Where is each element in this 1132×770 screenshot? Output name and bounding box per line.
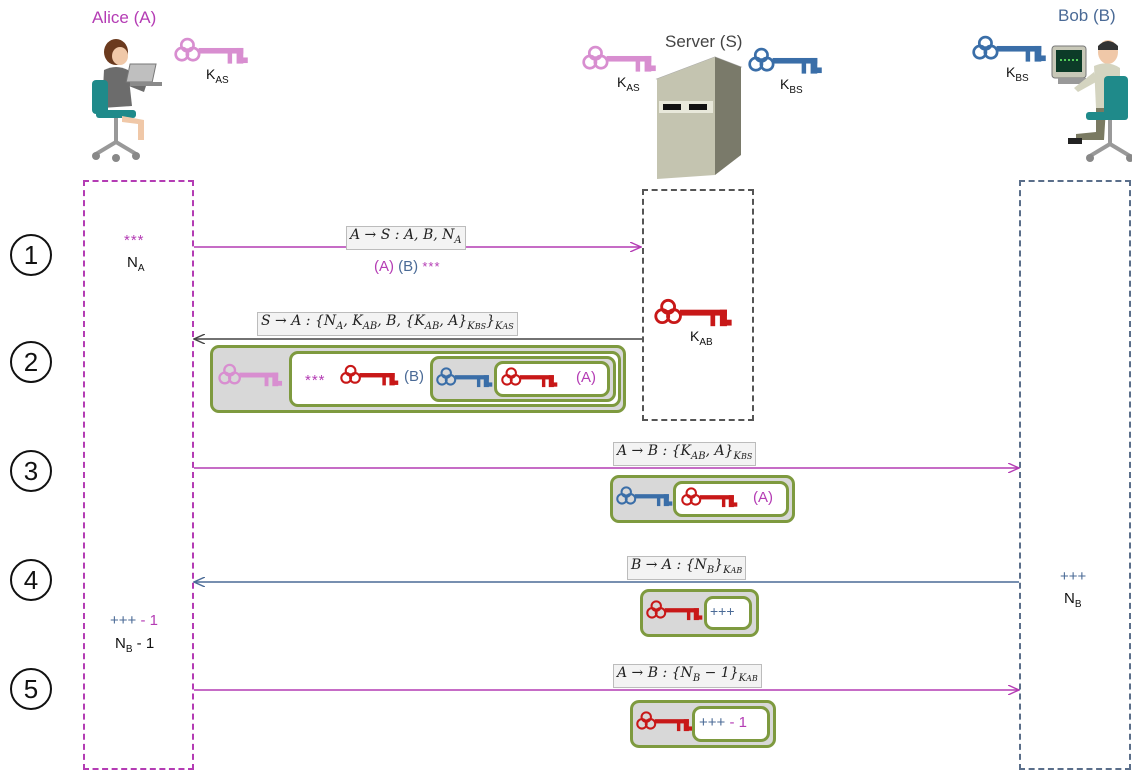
- kab-key-icon: [681, 486, 739, 512]
- kas-key-icon: [218, 362, 284, 392]
- message-4-formula: B → A : {NB}KAB: [627, 556, 746, 580]
- kab-key-icon: [654, 298, 734, 332]
- message-2-stars: ***: [305, 372, 326, 389]
- message-2-a-label: (A): [576, 369, 596, 386]
- message-2-formula: S → A : {NA, KAB, B, {KAB, A}KBS}KAS: [257, 312, 518, 336]
- kab-key-icon: [646, 599, 704, 625]
- bob-nonce-label: NB: [1064, 590, 1082, 610]
- message-5-value: +++ - 1: [699, 714, 747, 731]
- kab-key-icon: [340, 364, 400, 390]
- message-2-b-label: (B): [404, 368, 424, 385]
- kab-key-icon: [501, 366, 559, 392]
- message-1-formula: A → S : A, B, NA: [346, 226, 466, 250]
- message-3-a-label: (A): [753, 489, 773, 506]
- message-1-contents: (A) (B) ***: [374, 258, 441, 275]
- message-4-plus: +++: [710, 603, 735, 619]
- kbs-key-icon: [616, 485, 674, 511]
- kbs-key-icon: [436, 366, 494, 392]
- alice-nonce-stars: ***: [124, 232, 145, 249]
- message-5-formula: A → B : {NB − 1}KAB: [613, 664, 762, 688]
- alice-reply-value: +++ - 1: [110, 612, 158, 629]
- server-kab-label: KAB: [690, 328, 713, 348]
- bob-nonce-plus: +++: [1060, 568, 1086, 585]
- alice-nonce-label: NA: [127, 254, 145, 274]
- message-3-formula: A → B : {KAB, A}KBS: [613, 442, 756, 466]
- kab-key-icon: [636, 710, 694, 736]
- alice-reply-label: NB - 1: [115, 635, 154, 655]
